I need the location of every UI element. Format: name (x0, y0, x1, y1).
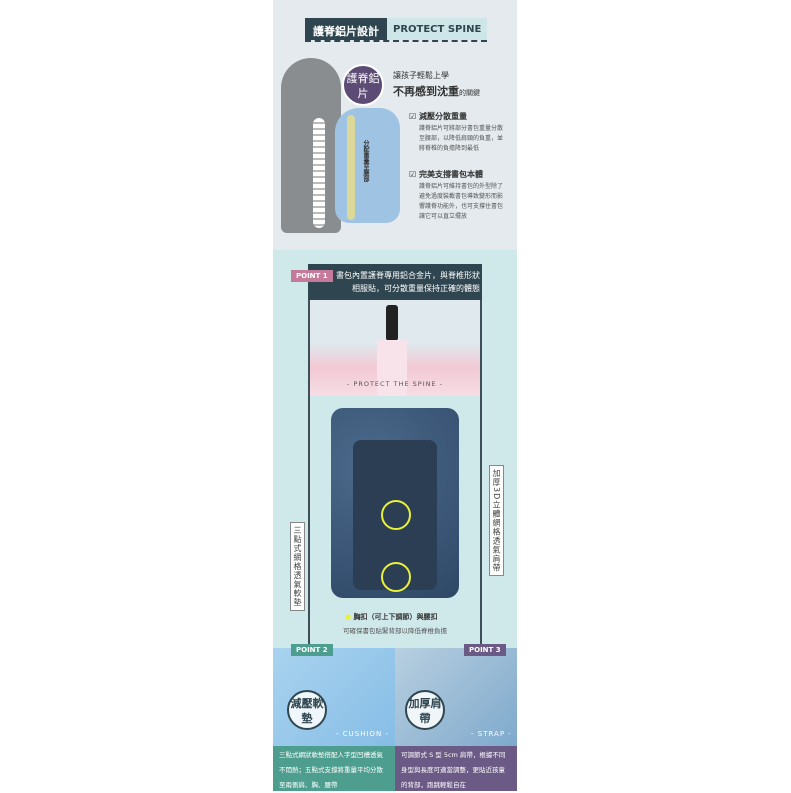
buckle-title: ● 胸扣（可上下調節）與腰扣 (345, 613, 438, 621)
bubble-label: 護脊鋁片 (342, 64, 384, 106)
plate-strap (386, 305, 398, 341)
feature-title-text: 完美支撐書包本體 (418, 170, 483, 179)
tagline-suffix: 的關鍵 (459, 89, 480, 97)
backpack-illustration (335, 108, 400, 223)
tagline-1: 讓孩子輕鬆上學 (393, 71, 449, 80)
waist-buckle-highlight (381, 562, 411, 592)
tagline-2: 不再感到沈重的關鍵 (393, 83, 480, 99)
point1-badge: POINT 1 (291, 270, 333, 282)
left-side-label: 三點式網格透氣軟墊 (290, 522, 305, 611)
point3-desc: 可調節式 S 型 5cm 肩帶，根據不同身型與長度可適當調整，更貼近孩童的背部，… (395, 746, 517, 791)
arrow-text: 分配重量至腰部 (362, 140, 369, 182)
banner-title-zh: 護脊鋁片設計 (305, 18, 387, 40)
banner-title-en: PROTECT SPINE (387, 18, 488, 40)
spine-section: 護脊鋁片設計 PROTECT SPINE 分配重量至腰部 護脊鋁片 讓孩子輕鬆上… (273, 0, 517, 250)
point1-caption: - PROTECT THE SPINE - (347, 380, 443, 388)
content-frame (308, 264, 482, 646)
plate-sleeve (377, 340, 407, 396)
feature-2-title: ☑ 完美支撐書包本體 (409, 170, 483, 179)
buckle-desc: 可確保書包貼緊背部以降低脊椎負擔 (343, 627, 447, 635)
point2-badge: POINT 2 (291, 644, 333, 656)
section-banner: 護脊鋁片設計 PROTECT SPINE (305, 18, 488, 42)
point1-text: 書包內置護脊專用鋁合金片，與脊椎形狀相服貼，可分散重量保持正確的體態 (308, 264, 482, 300)
point2-desc: 三點式網狀軟墊搭配人字型凹槽透氣不悶熱；五點式支撐將重量平均分散至兩側肩、胸、腰… (273, 746, 395, 791)
aluminum-plate (347, 115, 355, 220)
spine-illustration (313, 118, 325, 228)
tagline-bold: 不再感到沈重 (393, 85, 459, 98)
infographic: 護脊鋁片設計 PROTECT SPINE 分配重量至腰部 護脊鋁片 讓孩子輕鬆上… (273, 0, 517, 791)
feature-2-body: 護脊鋁片可維持書包的外型除了避免過度裝載書包導致變形而影響護脊功能外，也可支撐住… (419, 183, 504, 220)
feature-title-text: 減壓分散重量 (418, 112, 467, 121)
point3-caption: - STRAP - (471, 730, 512, 738)
point3-circle: 加厚肩帶 (405, 690, 445, 730)
point2-caption: - CUSHION - (336, 730, 390, 738)
chest-buckle-highlight (381, 500, 411, 530)
right-side-label: 加厚3D立體網格透氣肩帶 (489, 465, 504, 577)
point2-circle: 減壓軟墊 (287, 690, 327, 730)
point3-badge: POINT 3 (464, 644, 506, 656)
feature-1-title: ☑ 減壓分散重量 (409, 112, 467, 121)
child-silhouette (281, 58, 341, 233)
feature-1-body: 護脊鋁片可將部分書包重量分散至腰部，以降低肩頸的負重，並將脊椎的負擔降到最低 (419, 125, 504, 152)
buckle-title-text: 胸扣（可上下調節）與腰扣 (353, 613, 438, 621)
